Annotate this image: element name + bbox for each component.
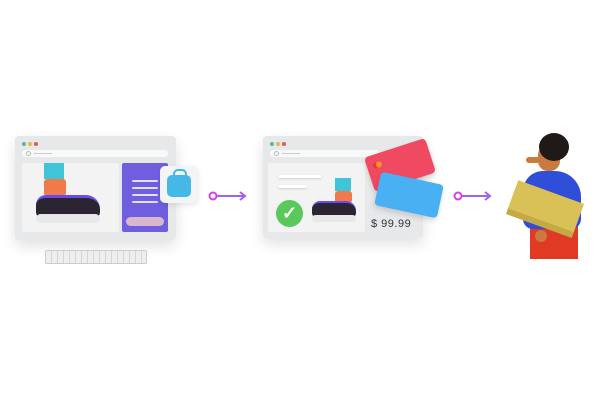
order-summary-panel: ✓ [268, 163, 365, 232]
search-icon [274, 151, 279, 156]
shopping-bag-icon [167, 175, 191, 197]
delivery-person [505, 133, 585, 259]
window-dot [22, 142, 26, 146]
keyboard [45, 250, 147, 264]
hair [539, 133, 569, 161]
arrow-right-icon [453, 189, 493, 201]
sock-leg [44, 163, 64, 179]
nose [526, 157, 540, 163]
product-browser-window [15, 136, 176, 240]
arrow-right-icon [208, 189, 248, 201]
search-bar[interactable] [270, 150, 380, 157]
sneaker-sole [36, 214, 100, 223]
window-dot [28, 142, 32, 146]
price-label: $ 99.99 [371, 218, 412, 230]
add-to-cart-button[interactable] [126, 217, 164, 226]
search-icon [26, 151, 31, 156]
sneaker [36, 195, 100, 218]
sneaker [312, 201, 356, 217]
search-bar[interactable] [22, 150, 168, 157]
window-dot [34, 142, 38, 146]
sock [44, 179, 66, 196]
check-icon: ✓ [276, 200, 303, 227]
product-image-panel[interactable] [22, 163, 119, 232]
hand [535, 230, 547, 242]
shopping-bag-tile[interactable] [160, 166, 198, 203]
